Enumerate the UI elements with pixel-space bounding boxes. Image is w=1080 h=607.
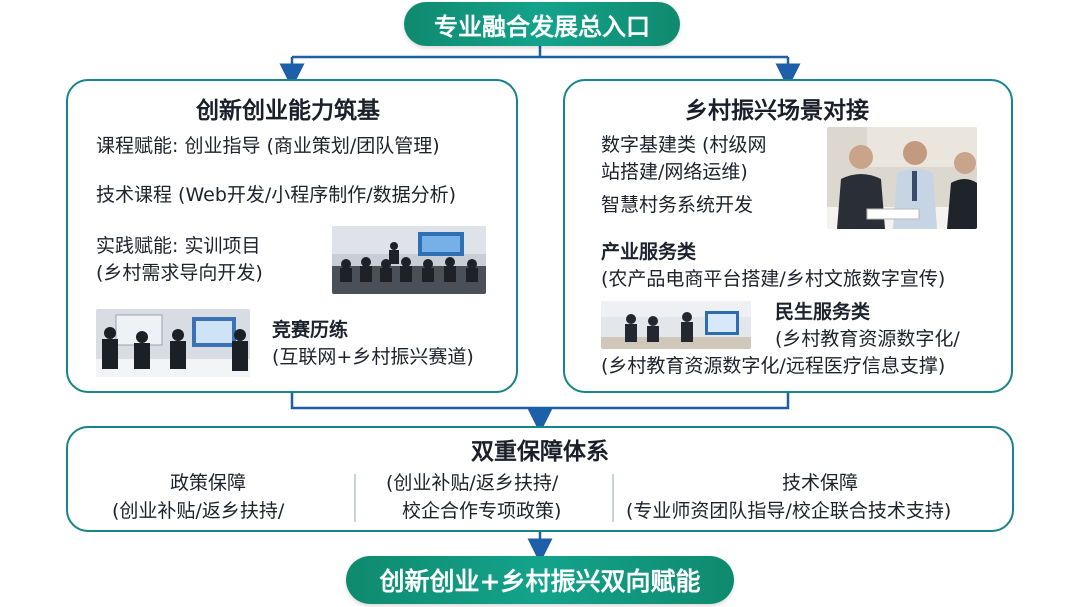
contest-detail: (互联网+乡村振兴赛道) [272,346,474,368]
meeting-photo [827,127,977,229]
policy-title: 政策保障 [170,472,247,494]
course-empower-text: 课程赋能: 创业指导 (商业策划/团队管理) [96,135,440,157]
divider-right [612,474,614,522]
industry-title: 产业服务类 [601,241,697,263]
digital-line3: 智慧村务系统开发 [601,194,754,216]
outcome-label: 创新创业+乡村振兴双向赋能 [379,567,701,596]
tech-guarantee-detail: (专业师资团队指导/校企联合技术支持) [626,500,952,522]
middle-line2: 校企合作专项政策) [402,500,562,522]
livelihood-title: 民生服务类 [775,301,871,323]
livelihood-line2: (乡村教育资源数字化/远程医疗信息支撑) [601,355,946,377]
guarantee-panel: 双重保障体系 政策保障 (创业补贴/返乡扶持/ (创业补贴/返乡扶持/ 校企合作… [66,426,1014,532]
rural-title: 乡村振兴场景对接 [685,98,869,124]
practice-line1: 实践赋能: 实训项目 [96,235,261,257]
practice-line2: (乡村需求导向开发) [96,262,263,284]
contest-title: 竞赛历练 [272,319,349,341]
classroom-photo [332,226,486,294]
industry-detail: (农产品电商平台搭建/乡村文旅数字宣传) [601,268,946,290]
middle-line1: (创业补贴/返乡扶持/ [386,472,559,494]
innovation-title: 创新创业能力筑基 [196,98,380,124]
livelihood-line1: (乡村教育资源数字化/ [775,328,960,350]
entry-label: 专业融合发展总入口 [434,12,650,41]
policy-detail: (创业补贴/返乡扶持/ [112,500,285,522]
digital-line1: 数字基建类 (村级网 [601,134,767,156]
competition-photo [96,309,250,377]
top-split-line [290,46,790,74]
innovation-panel: 创新创业能力筑基 课程赋能: 创业指导 (商业策划/团队管理) 技术课程 (We… [66,79,518,393]
digital-line2: 站搭建/网络运维) [601,161,748,183]
guarantee-title: 双重保障体系 [471,439,609,465]
outcome-pill: 创新创业+乡村振兴双向赋能 [346,556,734,604]
divider-left [354,474,356,522]
rural-panel: 乡村振兴场景对接 数字基建类 (村级网 站搭建/网络运维) 智慧村务系统开发 产… [563,79,1013,393]
tech-guarantee-title: 技术保障 [782,472,859,494]
tech-course-text: 技术课程 (Web开发/小程序制作/数据分析) [96,184,457,206]
livelihood-photo [601,301,751,349]
entry-pill: 专业融合发展总入口 [404,2,680,46]
